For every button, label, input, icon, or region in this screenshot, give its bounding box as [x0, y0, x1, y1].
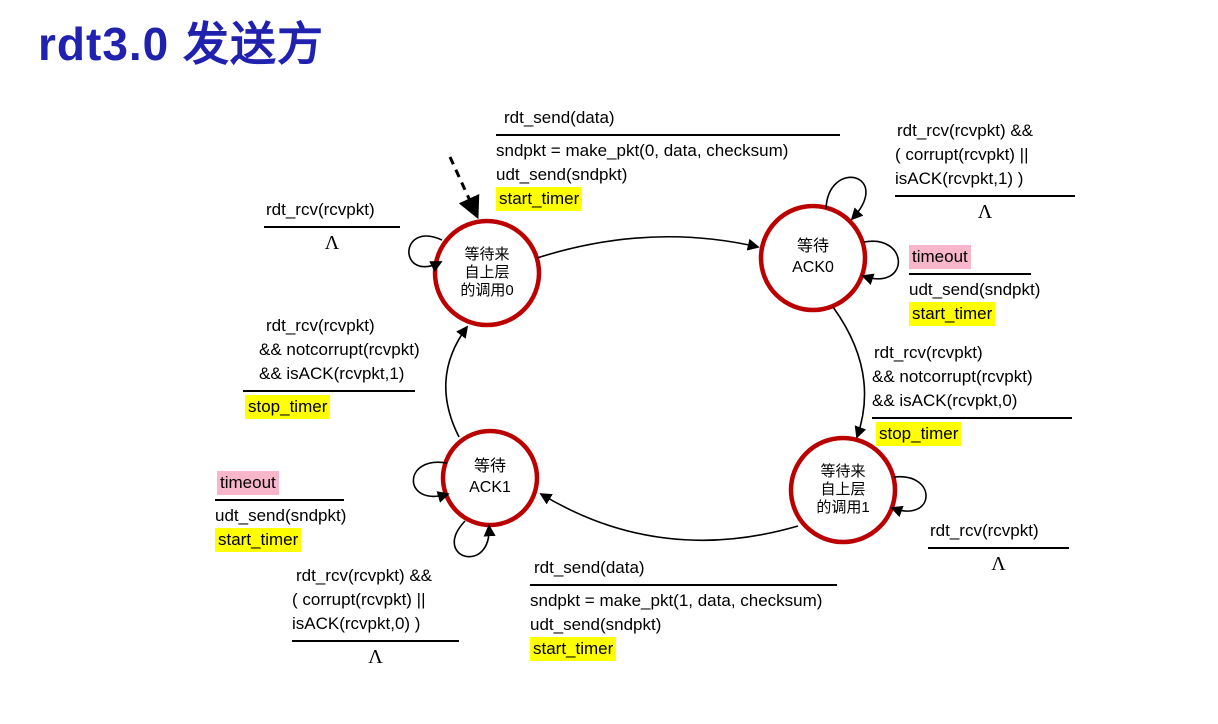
condition-label: ( corrupt(rcvpkt) ||: [895, 145, 1029, 164]
condition-label: rdt_rcv(rcvpkt) &&: [897, 121, 1034, 140]
separator-line: [292, 640, 459, 642]
self-loop-call1: [890, 476, 927, 518]
condition-label: ( corrupt(rcvpkt) ||: [292, 590, 426, 609]
separator-line: [928, 547, 1069, 549]
transition-label-ack1-timeout: timeout udt_send(sndpkt) start_timer: [215, 471, 346, 552]
condition-label: rdt_rcv(rcvpkt): [930, 521, 1039, 540]
condition-label: && notcorrupt(rcvpkt): [259, 340, 420, 359]
timeout-highlight: timeout: [217, 471, 279, 495]
state-label-line: 自上层: [820, 481, 866, 498]
event-label: rdt_send(data): [534, 558, 645, 577]
stop-timer-highlight: stop_timer: [245, 395, 331, 419]
start-timer-highlight: start_timer: [530, 637, 617, 661]
transition-label-ack1-corrupt: rdt_rcv(rcvpkt) && ( corrupt(rcvpkt) || …: [292, 564, 459, 671]
separator-line: [243, 390, 415, 392]
state-label-wait-ack1: 等待 ACK1: [441, 456, 539, 498]
separator-line: [895, 195, 1075, 197]
transition-label-call0-rcv: rdt_rcv(rcvpkt) Λ: [264, 198, 400, 257]
initial-state-arrow: [448, 156, 480, 220]
transition-arrow-call1-to-ack1: [539, 493, 799, 542]
lambda-label: Λ: [991, 553, 1006, 575]
transition-label-ack0-timeout: timeout udt_send(sndpkt) start_timer: [909, 245, 1040, 326]
condition-label: && notcorrupt(rcvpkt): [872, 367, 1033, 386]
action-label: sndpkt = make_pkt(1, data, checksum): [530, 591, 823, 610]
condition-label: rdt_rcv(rcvpkt) &&: [296, 566, 433, 585]
self-loop-call0: [408, 235, 443, 272]
state-label-line: 的调用1: [816, 499, 870, 516]
lambda-label: Λ: [977, 201, 993, 223]
start-timer-highlight: start_timer: [496, 187, 583, 211]
state-label-wait-call1: 等待来 自上层 的调用1: [793, 463, 893, 517]
transition-label-ack1-ok: rdt_rcv(rcvpkt) && notcorrupt(rcvpkt) &&…: [243, 314, 420, 419]
state-label-line: 等待: [796, 238, 829, 255]
self-loop-ack1-timeout: [412, 461, 450, 503]
state-label-wait-call0: 等待来 自上层 的调用0: [437, 246, 537, 300]
state-label-line: 等待来: [820, 463, 866, 480]
separator-line: [264, 226, 400, 228]
state-label-line: 等待来: [464, 246, 510, 263]
state-circle-wait-call0: [432, 218, 542, 328]
condition-label: && isACK(rcvpkt,1): [259, 364, 405, 383]
separator-line: [530, 584, 837, 586]
condition-label: rdt_rcv(rcvpkt): [266, 200, 375, 219]
self-loop-ack0-timeout: [861, 240, 899, 285]
action-label: udt_send(sndpkt): [496, 165, 628, 184]
transition-arrow-ack1-to-call0: [445, 325, 469, 438]
condition-label: && isACK(rcvpkt,0): [872, 391, 1018, 410]
transition-label-ack0-corrupt: rdt_rcv(rcvpkt) && ( corrupt(rcvpkt) || …: [895, 119, 1075, 226]
separator-line: [909, 273, 1031, 275]
lambda-label: Λ: [324, 232, 340, 254]
condition-label: rdt_rcv(rcvpkt): [266, 316, 375, 335]
action-label: sndpkt = make_pkt(0, data, checksum): [496, 141, 789, 160]
lambda-label: Λ: [368, 646, 383, 668]
state-label-line: 自上层: [464, 264, 510, 281]
action-label: udt_send(sndpkt): [909, 280, 1041, 299]
start-timer-highlight: start_timer: [215, 528, 302, 552]
condition-label: isACK(rcvpkt,1) ): [895, 169, 1024, 188]
transition-label-send0: rdt_send(data) sndpkt = make_pkt(0, data…: [496, 106, 840, 211]
action-label: udt_send(sndpkt): [215, 506, 347, 525]
transition-label-ack0-ok: rdt_rcv(rcvpkt) && notcorrupt(rcvpkt) &&…: [872, 341, 1072, 446]
state-label-line: 等待: [473, 458, 506, 475]
state-label-line: ACK1: [469, 479, 511, 496]
separator-line: [872, 417, 1072, 419]
separator-line: [215, 499, 344, 501]
stop-timer-highlight: stop_timer: [876, 422, 962, 446]
timeout-highlight: timeout: [909, 245, 971, 269]
action-label: udt_send(sndpkt): [530, 615, 662, 634]
separator-line: [496, 134, 840, 136]
self-loop-ack1-corrupt: [453, 520, 496, 558]
state-label-line: ACK0: [792, 259, 834, 276]
transition-label-send1: rdt_send(data) sndpkt = make_pkt(1, data…: [530, 556, 837, 661]
state-circle-wait-call1: [788, 435, 898, 545]
transition-arrow-call0-to-ack0: [536, 236, 760, 259]
start-timer-highlight: start_timer: [909, 302, 996, 326]
transition-label-call1-rcv: rdt_rcv(rcvpkt) Λ: [928, 519, 1069, 578]
state-circle-wait-ack0: [758, 203, 868, 313]
slide-title: rdt3.0 发送方: [38, 18, 325, 70]
condition-label: isACK(rcvpkt,0) ): [292, 614, 421, 633]
transition-arrow-ack0-to-call1: [832, 306, 867, 439]
state-label-wait-ack0: 等待 ACK0: [763, 236, 863, 278]
state-label-line: 的调用0: [460, 282, 514, 299]
self-loop-ack0-corrupt: [825, 176, 867, 221]
condition-label: rdt_rcv(rcvpkt): [874, 343, 983, 362]
event-label: rdt_send(data): [504, 108, 615, 127]
